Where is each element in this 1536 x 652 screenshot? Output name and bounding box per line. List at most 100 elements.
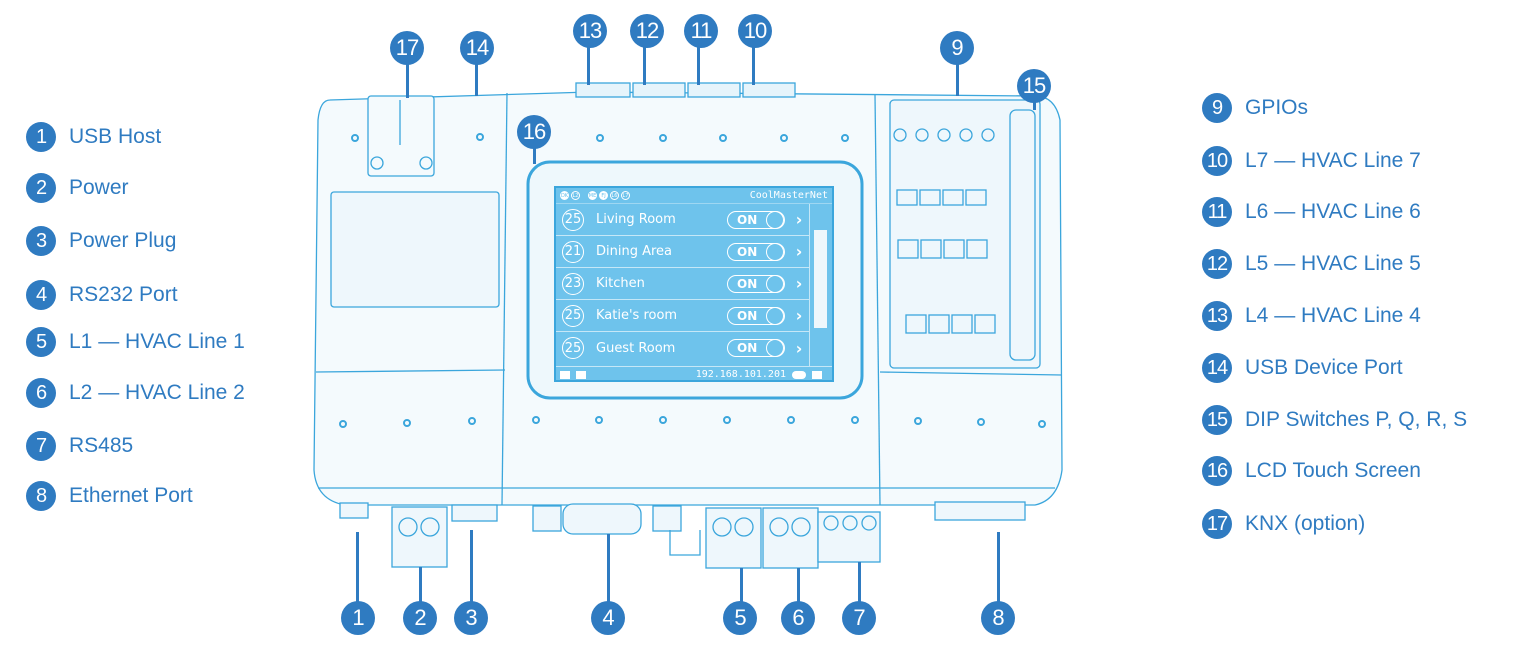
callout-badge: 14 [460, 31, 494, 65]
legend-badge: 6 [26, 378, 56, 408]
callout-badge: 7 [842, 601, 876, 635]
toggle-label: ON [737, 212, 758, 227]
callout-badge: 11 [684, 14, 718, 48]
lcd-status-bar: DK L2 ME FJ L6 L7 CoolMasterNet [556, 188, 832, 204]
room-name: Living Room [596, 212, 676, 227]
power-toggle[interactable]: ON [727, 274, 785, 293]
toggle-label: ON [737, 276, 758, 291]
legend-item: 7 RS485 [26, 431, 133, 461]
lcd-touch-screen[interactable]: DK L2 ME FJ L6 L7 CoolMasterNet 25 Livin… [554, 186, 834, 382]
callout-badge: 6 [781, 601, 815, 635]
room-row[interactable]: 25 Katie's room ON › [556, 300, 809, 332]
legend-label: KNX (option) [1245, 512, 1366, 535]
legend-badge: 15 [1202, 405, 1232, 435]
room-list: 25 Living Room ON › 21 Dining Area ON › … [556, 204, 809, 366]
callout-badge: 15 [1017, 69, 1051, 103]
legend-label: RS485 [69, 434, 134, 457]
legend-item: 15 DIP Switches P, Q, R, S [1202, 405, 1467, 435]
legend-item: 14 USB Device Port [1202, 353, 1403, 383]
callout-badge: 10 [738, 14, 772, 48]
callout-badge: 4 [591, 601, 625, 635]
status-dot: L6 [610, 191, 619, 200]
room-row[interactable]: 21 Dining Area ON › [556, 236, 809, 268]
legend-label: GPIOs [1245, 96, 1309, 119]
room-name: Kitchen [596, 276, 645, 291]
legend-label: L4 — HVAC Line 4 [1245, 304, 1421, 327]
legend-badge: 10 [1202, 146, 1232, 176]
power-toggle[interactable]: ON [727, 210, 785, 229]
temperature-badge: 25 [562, 208, 584, 231]
room-row[interactable]: 23 Kitchen ON › [556, 268, 809, 300]
lcd-scrollbar[interactable] [809, 204, 832, 366]
power-toggle[interactable]: ON [727, 242, 785, 261]
legend-badge: 16 [1202, 456, 1232, 486]
legend-item: 10 L7 — HVAC Line 7 [1202, 146, 1421, 176]
legend-badge: 14 [1202, 353, 1232, 383]
temperature-badge: 23 [562, 272, 584, 295]
toggle-knob [766, 242, 784, 261]
room-row[interactable]: 25 Living Room ON › [556, 204, 809, 236]
legend-label: LCD Touch Screen [1245, 459, 1421, 482]
legend-item: 8 Ethernet Port [26, 481, 193, 511]
toggle-label: ON [737, 244, 758, 259]
legend-label: Power [69, 176, 129, 199]
chevron-right-icon[interactable]: › [795, 210, 803, 229]
legend-label: L1 — HVAC Line 1 [69, 330, 245, 353]
chevron-right-icon[interactable]: › [795, 242, 803, 261]
legend-badge: 3 [26, 226, 56, 256]
status-dot: L7 [621, 191, 630, 200]
legend-badge: 8 [26, 481, 56, 511]
legend-badge: 12 [1202, 249, 1232, 279]
chevron-right-icon[interactable]: › [795, 306, 803, 325]
power-toggle[interactable]: ON [727, 306, 785, 325]
legend-item: 16 LCD Touch Screen [1202, 456, 1421, 486]
callout-badge: 17 [390, 31, 424, 65]
callout-badge: 13 [573, 14, 607, 48]
toggle-knob [766, 274, 784, 293]
callout-badge: 16 [517, 115, 551, 149]
chevron-right-icon[interactable]: › [795, 338, 803, 358]
legend-badge: 17 [1202, 509, 1232, 539]
callout-badge: 1 [341, 601, 375, 635]
callout-badge: 9 [940, 31, 974, 65]
room-row[interactable]: 25 Guest Room ON › [556, 332, 809, 364]
room-name: Katie's room [596, 308, 678, 323]
legend-badge: 1 [26, 122, 56, 152]
toggle-label: ON [737, 308, 758, 323]
legend-badge: 7 [26, 431, 56, 461]
status-dot: L2 [571, 191, 580, 200]
toggle-knob [766, 339, 784, 357]
cloud-icon [792, 370, 806, 379]
callout-badge: 3 [454, 601, 488, 635]
legend-item: 9 GPIOs [1202, 93, 1308, 123]
scrollbar-thumb[interactable] [814, 230, 827, 328]
usb-icon [560, 370, 570, 379]
legend-badge: 13 [1202, 301, 1232, 331]
lcd-footer: 192.168.101.201 [556, 366, 832, 382]
legend-label: Ethernet Port [69, 484, 193, 507]
toggle-label: ON [737, 341, 758, 355]
ip-address: 192.168.101.201 [695, 369, 786, 380]
legend-item: 17 KNX (option) [1202, 509, 1365, 539]
legend-label: USB Device Port [1245, 356, 1403, 379]
legend-label: DIP Switches P, Q, R, S [1245, 408, 1468, 431]
callout-badge: 12 [630, 14, 664, 48]
callout-badge: 2 [403, 601, 437, 635]
network-icon [576, 370, 586, 379]
temperature-badge: 25 [562, 304, 584, 327]
legend-badge: 4 [26, 280, 56, 310]
chevron-right-icon[interactable]: › [795, 274, 803, 293]
power-toggle[interactable]: ON [727, 339, 785, 357]
legend-badge: 9 [1202, 93, 1232, 123]
temperature-badge: 25 [562, 337, 584, 359]
callout-badge: 8 [981, 601, 1015, 635]
room-name: Dining Area [596, 244, 673, 259]
legend-label: L7 — HVAC Line 7 [1245, 149, 1421, 172]
